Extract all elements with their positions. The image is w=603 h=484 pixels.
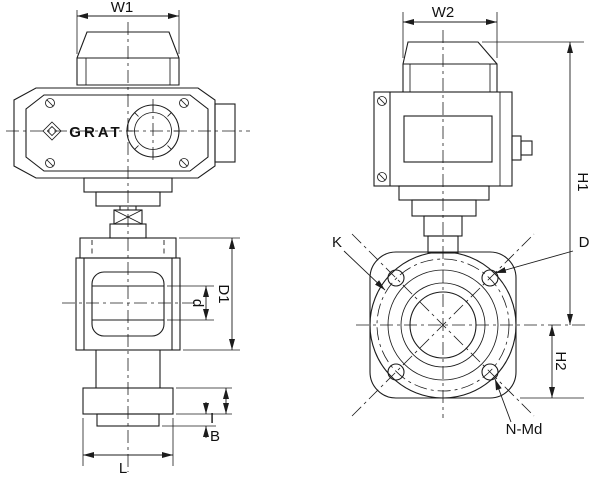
- terminal-box: [214, 103, 236, 163]
- bolt-holes: [387, 269, 499, 381]
- bolt-circle: [376, 258, 510, 392]
- dim-label-d-flange: D: [579, 234, 590, 251]
- brand-diamond-icon: [42, 121, 62, 141]
- actuator-cap-side: [402, 41, 498, 93]
- label-k: K: [332, 234, 386, 291]
- front-centerlines: [6, 22, 250, 472]
- label-n-md: N-Md: [494, 378, 543, 438]
- brand-logo-text: GRAT: [69, 124, 122, 141]
- actuator-cap-front: [76, 31, 180, 86]
- dim-b: B: [176, 387, 232, 445]
- dim-label-i: I: [210, 410, 214, 427]
- dim-label-w2: W2: [432, 4, 455, 21]
- dim-label-l: L: [119, 460, 127, 477]
- label-d-flange: D: [494, 234, 590, 274]
- dim-h2: H2: [520, 325, 584, 399]
- bore-circle: [409, 291, 477, 359]
- dim-d1: D1: [179, 237, 240, 351]
- ball-bore: [91, 271, 165, 337]
- dim-w1: W1: [76, 0, 180, 54]
- flange-od-circle: [369, 251, 517, 399]
- cable-gland: [511, 135, 533, 161]
- dim-w2: W2: [402, 4, 498, 58]
- dim-label-k: K: [332, 234, 342, 251]
- valve-body-front: [75, 237, 181, 427]
- dim-label-n-md: N-Md: [506, 421, 543, 438]
- valve-flange-side: [369, 251, 517, 399]
- nameplate-window: [403, 115, 493, 163]
- actuator-body-front: GRAT: [13, 87, 236, 179]
- front-view: GRAT: [6, 0, 250, 477]
- dim-label-d1: D1: [215, 284, 232, 303]
- mounting-bracket-front: [83, 177, 173, 239]
- dim-label-w1: W1: [111, 0, 134, 16]
- dim-label-b: B: [210, 428, 220, 445]
- brand-logo: GRAT: [42, 121, 122, 141]
- side-centerlines: [351, 30, 586, 418]
- actuator-body-side: [373, 91, 533, 187]
- dim-label-h2: H2: [552, 351, 569, 370]
- dim-l: L: [82, 418, 174, 477]
- dial-ticks: [127, 105, 179, 157]
- dim-d: d: [167, 285, 214, 321]
- dim-label-d: d: [189, 299, 206, 307]
- side-screws: [377, 96, 387, 182]
- dim-label-h1: H1: [574, 172, 591, 191]
- mounting-bracket-side: [398, 185, 490, 254]
- dim-h1: H1: [482, 41, 591, 325]
- dim-i: I: [162, 402, 232, 438]
- position-indicator-dial: [126, 104, 180, 158]
- side-view: W2 H1 H2 K D N-Md: [332, 4, 591, 438]
- cover-screws: [45, 98, 189, 168]
- raised-face: [96, 413, 160, 427]
